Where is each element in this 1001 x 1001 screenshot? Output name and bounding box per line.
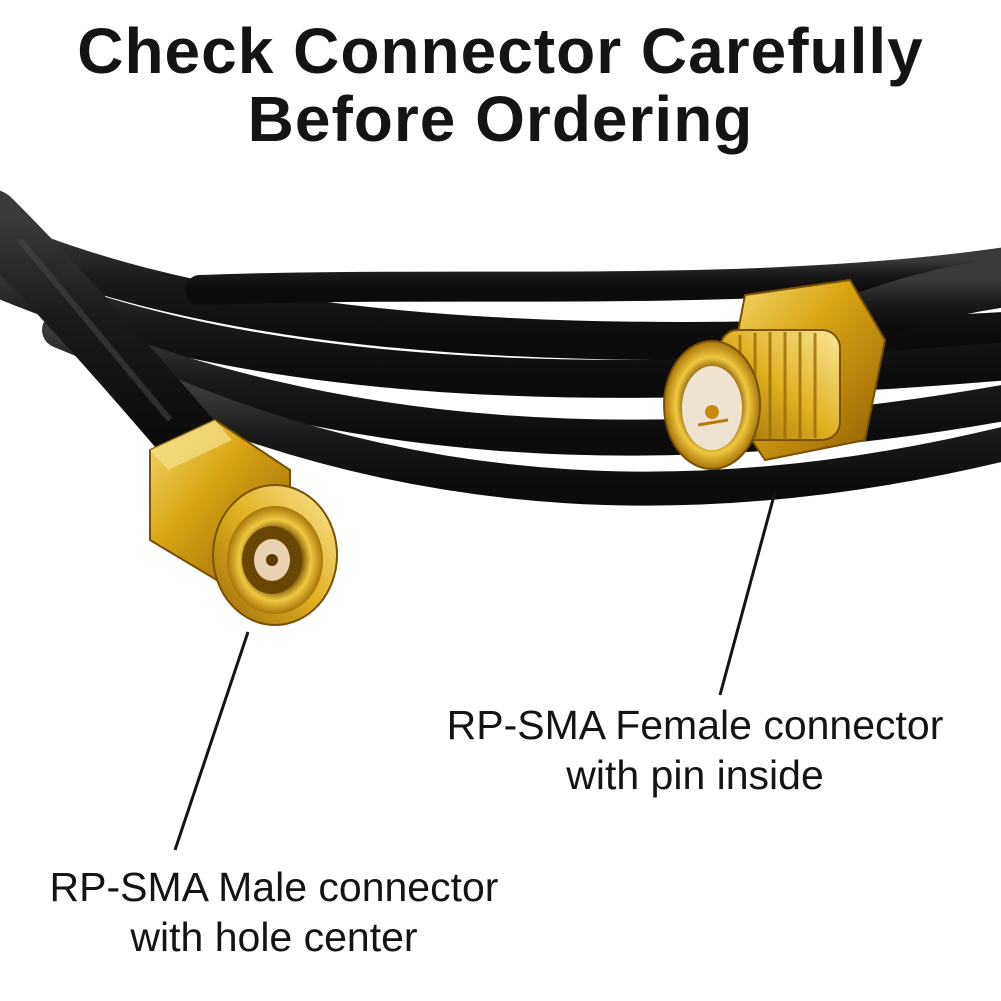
headline-line-1: Check Connector Carefully	[77, 15, 924, 87]
headline-line-2: Before Ordering	[247, 83, 754, 155]
male-connector-caption: RP-SMA Male connector with hole center	[0, 862, 548, 962]
male-caption-line-1: RP-SMA Male connector	[49, 864, 499, 910]
female-connector-caption: RP-SMA Female connector with pin inside	[392, 700, 998, 800]
male-caption-line-2: with hole center	[130, 914, 418, 960]
male-connector	[149, 418, 338, 626]
female-pointer-line	[718, 491, 777, 696]
male-pointer-line	[173, 631, 250, 851]
female-connector	[663, 278, 887, 470]
female-caption-line-1: RP-SMA Female connector	[446, 702, 944, 748]
female-caption-line-2: with pin inside	[566, 752, 824, 798]
